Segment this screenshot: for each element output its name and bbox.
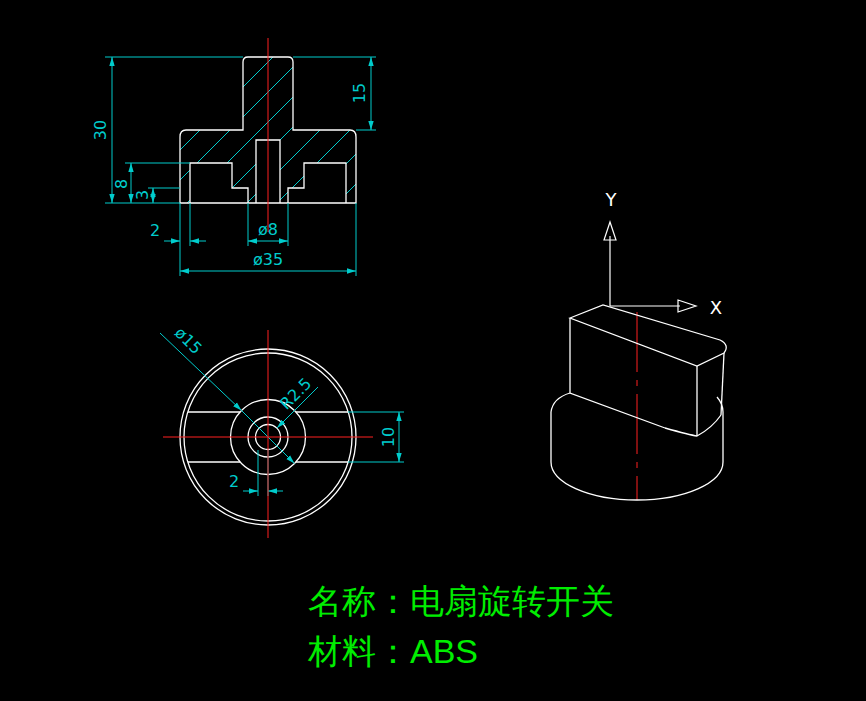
hatch-line [100, 30, 330, 260]
axis-label: X [710, 299, 722, 317]
hatch-line [220, 30, 450, 260]
dimension-text: 10 [381, 427, 397, 447]
hatch-line [250, 30, 480, 260]
hatch-line [280, 30, 510, 260]
title-note: 名称：电扇旋转开关 [308, 584, 614, 618]
axis-label: Y [606, 191, 617, 209]
hatch-line [310, 30, 540, 260]
dimension-text: 30 [93, 120, 109, 140]
dimension-text: ø15 [172, 325, 205, 358]
dimension-text: 15 [352, 83, 368, 103]
hatch-line [130, 30, 360, 260]
dimension-text: ø8 [258, 222, 278, 238]
top-view-dimensions [160, 333, 404, 496]
dimension-text: 3 [135, 190, 151, 200]
dimension-text: 8 [114, 179, 130, 189]
section-hatch [10, 30, 540, 260]
hatch-line [10, 30, 240, 260]
dimension-text: 2 [229, 474, 239, 490]
hatch-line [70, 30, 300, 260]
dimension-text: R2.5 [277, 375, 314, 412]
knob-3d-view [551, 305, 726, 500]
title-note: 材料：ABS [308, 634, 478, 668]
dimension-lines [105, 57, 376, 276]
hatch-line [190, 30, 420, 260]
hatch-line [40, 30, 270, 260]
ucs-axes [604, 222, 696, 312]
center-lines [163, 38, 637, 538]
dimension-text: ø35 [253, 252, 283, 268]
dimension-text: 2 [150, 223, 160, 239]
